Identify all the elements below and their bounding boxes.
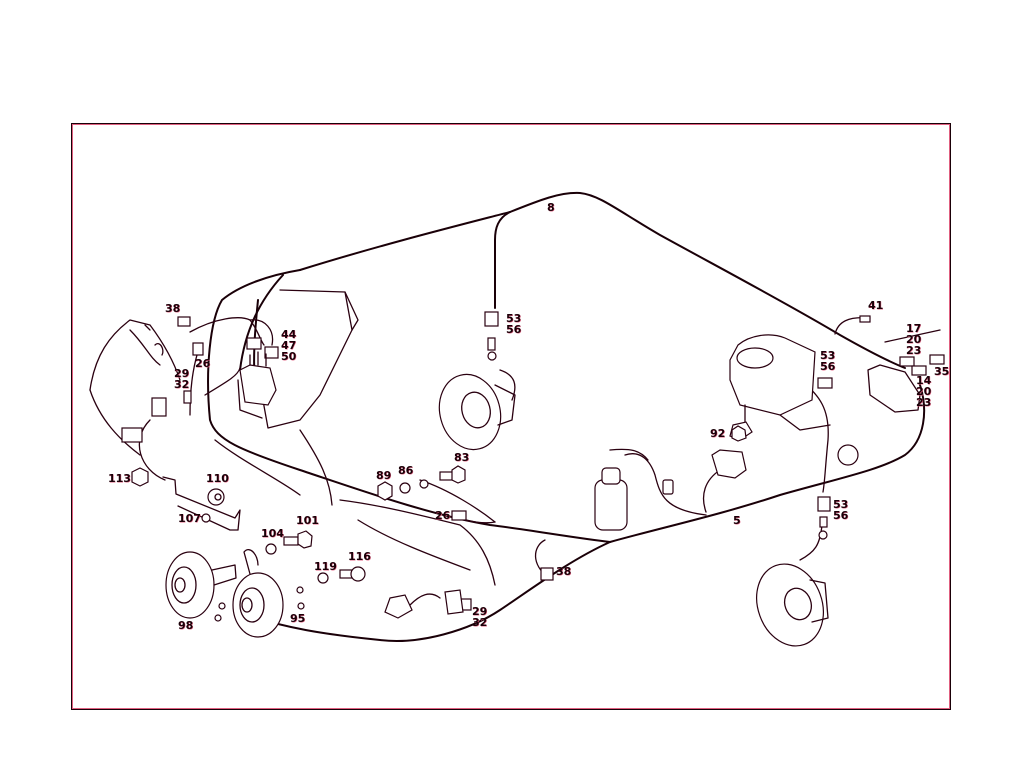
brake-disc-front xyxy=(438,311,516,451)
distributor xyxy=(239,351,277,406)
callout-14-20-23: 14 20 23 xyxy=(916,374,932,409)
diagram-frame xyxy=(71,123,951,710)
callout-44-47-50: 44 47 50 xyxy=(281,328,297,363)
callout-92: 92 xyxy=(710,427,726,440)
ignition-coil xyxy=(594,467,674,531)
callout-26: 26 xyxy=(195,357,211,370)
callout-107: 107 xyxy=(178,512,201,525)
callout-83: 83 xyxy=(454,451,470,464)
callout-38: 38 xyxy=(165,302,181,315)
callout-5: 5 xyxy=(733,514,741,527)
callout-98: 98 xyxy=(178,619,194,632)
front-bumper xyxy=(89,319,181,456)
callout-104: 104 xyxy=(261,527,284,540)
callout-53-56: 53 56 xyxy=(820,349,836,373)
callout-26: 26 xyxy=(435,509,451,522)
callout-89: 89 xyxy=(376,469,392,482)
fasteners xyxy=(131,425,747,584)
callout-35: 35 xyxy=(934,365,950,378)
callout-8: 8 xyxy=(547,201,555,214)
callout-101: 101 xyxy=(296,514,319,527)
callout-53-56: 53 56 xyxy=(506,312,522,336)
horn-left xyxy=(165,551,237,622)
horn-right xyxy=(218,549,305,638)
callout-29-32: 29 32 xyxy=(472,605,488,629)
callout-95: 95 xyxy=(290,612,306,625)
callout-41: 41 xyxy=(868,299,884,312)
brake-disc-rear xyxy=(756,496,831,647)
callout-29-32: 29 32 xyxy=(174,367,190,391)
sensor-unit xyxy=(711,421,859,479)
rear-bracket xyxy=(859,315,945,413)
connectors xyxy=(121,316,554,619)
callout-86: 86 xyxy=(398,464,414,477)
callout-53-56: 53 56 xyxy=(833,498,849,522)
engine-housing xyxy=(214,289,496,586)
callout-116: 116 xyxy=(348,550,371,563)
brake-fluid-reservoir xyxy=(729,334,833,431)
callout-38: 38 xyxy=(556,565,572,578)
callout-110: 110 xyxy=(206,472,229,485)
callout-17-20-23: 17 20 23 xyxy=(906,322,922,357)
callout-119: 119 xyxy=(314,560,337,573)
callout-113: 113 xyxy=(108,472,131,485)
